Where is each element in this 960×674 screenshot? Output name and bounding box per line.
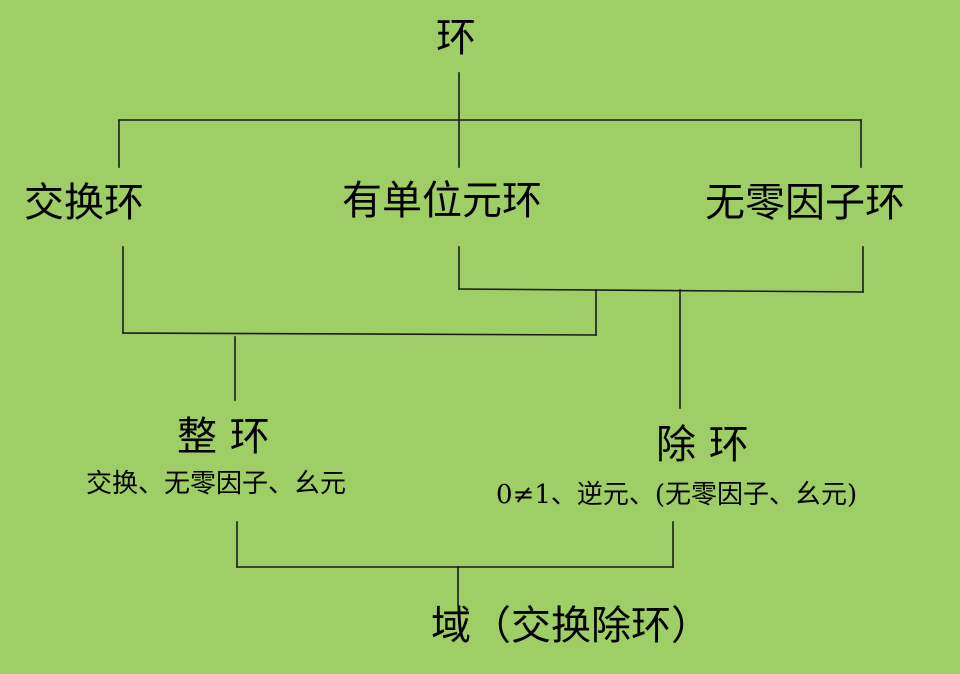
node-integral-domain-note: 交换、无零因子、幺元 — [86, 469, 347, 499]
node-division-ring-note: 0≠1、逆元、(无零因子、幺元) — [496, 480, 858, 510]
node-integral-domain-title: 整 环 — [177, 414, 270, 460]
node-commutative-ring: 交换环 — [24, 180, 144, 226]
node-division-ring-title: 除 环 — [656, 422, 749, 468]
node-no-zero-divisor-ring: 无零因子环 — [705, 180, 905, 226]
connector-lower-bar — [122, 332, 597, 336]
connector-mid-bar — [458, 288, 864, 293]
node-unital-ring: 有单位元环 — [342, 178, 542, 224]
node-ring: 环 — [436, 15, 476, 61]
node-field: 域（交换除环） — [431, 603, 711, 649]
